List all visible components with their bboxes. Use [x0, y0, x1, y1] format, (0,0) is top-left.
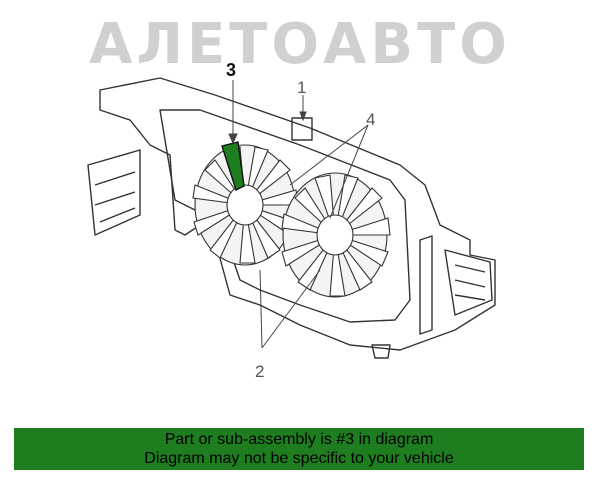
- right-bracket: [444, 249, 493, 316]
- callout-4: 4: [366, 110, 376, 129]
- callout-3: 3: [226, 60, 237, 80]
- leader-line-4b: [329, 124, 369, 219]
- left-fan-hub: [226, 184, 264, 226]
- callout-2: 2: [255, 362, 265, 381]
- callout-1: 1: [297, 78, 307, 97]
- leader-line-4a: [289, 124, 369, 186]
- info-banner: Part or sub-assembly is #3 in diagram Di…: [14, 428, 584, 470]
- right-fan: [281, 172, 391, 298]
- radiator-support-frame: [99, 77, 496, 351]
- right-fan-hub: [316, 214, 354, 256]
- info-line-1: Part or sub-assembly is #3 in diagram: [164, 431, 434, 448]
- left-bracket: [87, 149, 141, 236]
- watermark-logo: АЛЕТОАВТО: [89, 12, 511, 77]
- bottom-tab: [371, 344, 391, 359]
- leader-line-2b: [261, 269, 321, 349]
- left-fan: [192, 144, 299, 266]
- leader-line-2a: [259, 269, 263, 349]
- mount-post: [291, 117, 313, 141]
- info-line-2: Diagram may not be specific to your vehi…: [144, 450, 454, 467]
